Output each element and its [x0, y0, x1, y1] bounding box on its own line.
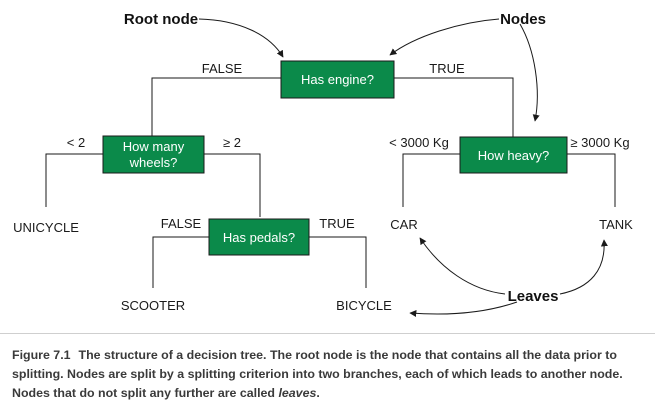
node-label: Has pedals?: [223, 230, 295, 245]
branch-label-wheels-ge2: ≥ 2: [223, 135, 241, 150]
callout-root-node: Root node: [124, 11, 198, 28]
arrow-nodes-to-heavy: [519, 23, 540, 122]
callout-labels: Root node Nodes Leaves: [124, 11, 559, 305]
arrow-leaves-to-bicycle: [409, 301, 518, 317]
callout-leaves: Leaves: [508, 288, 559, 305]
leaf-bicycle: BICYCLE: [336, 298, 392, 313]
node-how-many-wheels: How many wheels?: [102, 135, 205, 174]
leaf-tank: TANK: [599, 217, 633, 232]
arrow-leaves-to-car: [419, 237, 506, 295]
node-box: [208, 218, 310, 256]
edge-pedals-true: [309, 236, 367, 288]
callout-arrows: [198, 18, 608, 317]
edge-engine-true: [394, 77, 514, 140]
arrow-leaves-to-tank: [559, 239, 608, 295]
node-box: [459, 136, 568, 174]
leaf-labels: UNICYCLE SCOOTER BICYCLE CAR TANK: [13, 217, 633, 313]
node-box: [102, 135, 205, 174]
caption-divider: [0, 333, 655, 334]
node-label-line-1: How many: [123, 139, 185, 154]
node-label-line-2: wheels?: [129, 155, 178, 170]
branch-label-wheels-lt2: < 2: [67, 135, 85, 150]
edge-heavy-ge3000: [567, 153, 616, 207]
leaf-unicycle: UNICYCLE: [13, 220, 79, 235]
callout-nodes: Nodes: [500, 11, 546, 28]
branch-labels: FALSE TRUE < 2 ≥ 2 < 3000 Kg ≥ 3000 Kg F…: [67, 61, 630, 231]
edge-wheels-lt2: [45, 153, 103, 207]
leaf-scooter: SCOOTER: [121, 298, 185, 313]
branch-label-engine-true: TRUE: [429, 61, 465, 76]
caption-emphasis: leaves: [278, 386, 317, 400]
node-box: [280, 60, 395, 99]
node-has-pedals: Has pedals?: [208, 218, 310, 256]
edge-engine-false: [151, 77, 281, 138]
caption-text: The structure of a decision tree. The ro…: [12, 348, 623, 400]
arrow-root-node: [198, 18, 284, 58]
branch-label-engine-false: FALSE: [202, 61, 243, 76]
node-label: How heavy?: [478, 148, 550, 163]
arrow-nodes-to-root: [389, 18, 500, 56]
branch-label-pedals-true: TRUE: [319, 216, 355, 231]
branch-label-pedals-false: FALSE: [161, 216, 202, 231]
edge-pedals-false: [152, 236, 209, 288]
tree-edges: [45, 77, 616, 288]
leaf-car: CAR: [390, 217, 417, 232]
node-how-heavy: How heavy?: [459, 136, 568, 174]
node-label: Has engine?: [301, 72, 374, 87]
caption-text-end: .: [316, 386, 320, 400]
edge-wheels-ge2: [204, 153, 261, 217]
edge-heavy-lt3000: [402, 153, 460, 207]
branch-label-heavy-ge3000: ≥ 3000 Kg: [570, 135, 629, 150]
node-has-engine: Has engine?: [280, 60, 395, 99]
figure-label: Figure 7.1: [12, 348, 71, 362]
branch-label-heavy-lt3000: < 3000 Kg: [389, 135, 449, 150]
